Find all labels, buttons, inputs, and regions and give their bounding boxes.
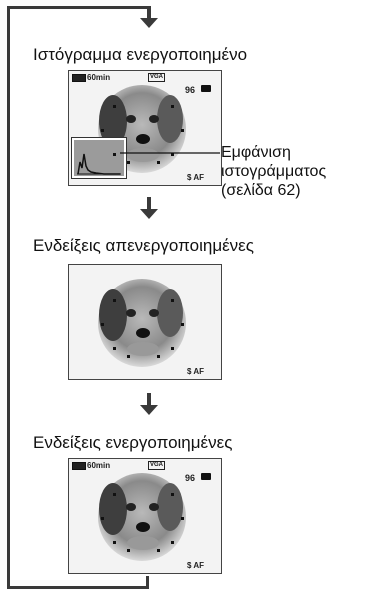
callout-line-2: ιστογράμματος <box>221 163 327 180</box>
callout-leader <box>120 152 220 154</box>
lcd-screen-indicators-on: 60min VGA 96 $ AF <box>68 458 222 574</box>
af-frame-dot <box>127 549 130 552</box>
af-frame-dot <box>181 517 184 520</box>
image-size-badge: VGA <box>148 73 166 82</box>
af-frame-dot <box>113 541 116 544</box>
dog-photo <box>69 459 221 573</box>
cycle-frame-bottom <box>7 586 149 589</box>
callout-line-3: (σελίδα 62) <box>221 182 301 199</box>
af-frame-dot <box>171 493 174 496</box>
state-title-indicators-on: Ενδείξεις ενεργοποιημένες <box>33 433 233 452</box>
cycle-frame-top <box>7 6 149 9</box>
histogram-callout: Εμφάνιση ιστογράμματος (σελίδα 62) <box>221 143 326 200</box>
camera-icon <box>201 473 211 480</box>
af-frame-dot <box>157 161 160 164</box>
af-frame-dot <box>181 323 184 326</box>
cycle-frame-bottom-stem <box>146 576 149 589</box>
af-frame-dot <box>101 129 104 132</box>
af-frame-dot <box>171 153 174 156</box>
flash-af-indicator: $ AF <box>187 561 205 570</box>
af-frame-dot <box>171 299 174 302</box>
af-frame-dot <box>127 161 130 164</box>
lcd-screen-histogram-on: 60min VGA 96 $ AF <box>68 70 222 186</box>
dog-photo <box>69 265 221 379</box>
af-frame-dot <box>113 299 116 302</box>
down-arrow-icon <box>140 6 158 28</box>
remaining-shots: 96 <box>185 85 196 95</box>
af-frame-dot <box>113 153 116 156</box>
down-arrow-icon <box>140 197 158 219</box>
af-frame-dot <box>113 493 116 496</box>
histogram-box <box>71 137 127 179</box>
af-frame-dot <box>127 355 130 358</box>
camera-icon <box>201 85 211 92</box>
battery-remaining: 60min <box>87 461 111 470</box>
af-frame-dot <box>171 541 174 544</box>
af-frame-dot <box>157 355 160 358</box>
battery-icon <box>72 74 86 82</box>
histogram-graph <box>77 153 121 175</box>
lcd-screen-indicators-off: $ AF <box>68 264 222 380</box>
state-title-histogram-on: Ιστόγραμμα ενεργοποιημένο <box>33 45 248 64</box>
cycle-frame-left <box>7 6 10 589</box>
flash-af-indicator: $ AF <box>187 173 205 182</box>
callout-line-1: Εμφάνιση <box>221 144 291 161</box>
state-title-indicators-off: Ενδείξεις απενεργοποιημένες <box>33 236 254 255</box>
af-frame-dot <box>171 347 174 350</box>
down-arrow-icon <box>140 393 158 415</box>
af-frame-dot <box>157 549 160 552</box>
remaining-shots: 96 <box>185 473 196 483</box>
af-frame-dot <box>181 129 184 132</box>
battery-remaining: 60min <box>87 73 111 82</box>
af-frame-dot <box>101 323 104 326</box>
image-size-badge: VGA <box>148 461 166 470</box>
af-frame-dot <box>113 105 116 108</box>
battery-icon <box>72 462 86 470</box>
af-frame-dot <box>171 105 174 108</box>
af-frame-dot <box>113 347 116 350</box>
flash-af-indicator: $ AF <box>187 367 205 376</box>
af-frame-dot <box>101 517 104 520</box>
